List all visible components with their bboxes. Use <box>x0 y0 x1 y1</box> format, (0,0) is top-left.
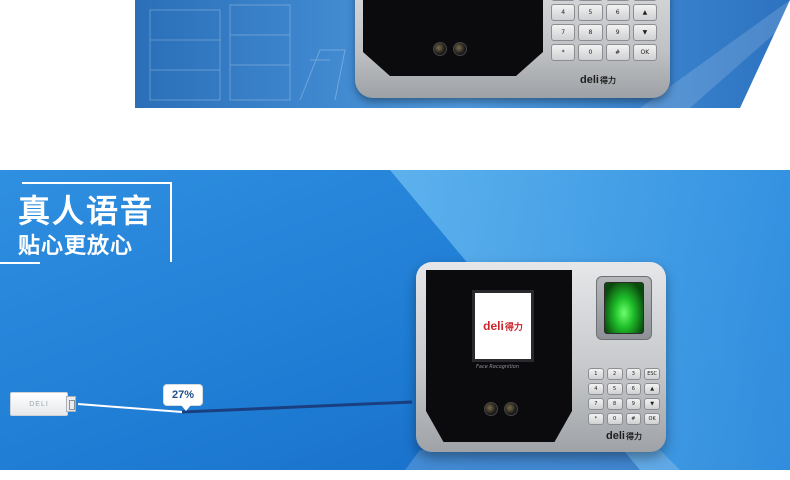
top-device-key-6: 6 <box>605 4 630 21</box>
transfer-progress-badge: 27% <box>163 384 203 411</box>
device-key-7: ▲ <box>644 383 660 395</box>
device-key-13: 0 <box>606 413 623 425</box>
device-key-1: 2 <box>606 368 623 380</box>
device-key-0: 1 <box>588 368 604 380</box>
device-key-4: 4 <box>588 383 604 395</box>
device-key-5: 5 <box>606 383 623 395</box>
headline-subtitle: 贴心更放心 <box>18 234 134 259</box>
device-key-12: * <box>588 413 604 425</box>
fingerprint-sensor-icon <box>604 282 644 334</box>
device-brand: deli得力 <box>606 430 642 442</box>
top-device-camera-left <box>433 42 447 56</box>
device-key-6: 6 <box>625 383 642 395</box>
device-key-9: 8 <box>606 398 623 410</box>
device-camera-left <box>484 402 498 416</box>
top-device-brand-cn: 得力 <box>599 76 616 85</box>
top-device-key-7: ▲ <box>632 4 657 21</box>
headline-frame <box>0 182 172 264</box>
top-device-screen <box>363 0 543 76</box>
usb-drive: DELI <box>10 392 68 416</box>
face-recognition-caption: Face Recognition <box>476 364 520 370</box>
top-device-key-5: 5 <box>578 4 603 21</box>
device-brand-cn: 得力 <box>625 432 642 441</box>
top-device-key-14: # <box>605 44 630 61</box>
transfer-progress-line <box>181 400 413 414</box>
headline-title: 真人语音 <box>18 192 155 230</box>
top-device-key-15: OK <box>632 44 657 61</box>
device-key-3: ESC <box>644 368 660 380</box>
top-device-key-9: 8 <box>578 24 603 41</box>
device-key-10: 9 <box>625 398 642 410</box>
device-brand-logo: deli <box>606 430 625 442</box>
top-device-brand-logo: deli <box>580 74 599 86</box>
device-key-15: OK <box>644 413 660 425</box>
office-background-shapes <box>149 4 346 101</box>
display-brand-cn: 得力 <box>504 322 523 333</box>
top-device-brand: deli得力 <box>580 74 616 86</box>
top-device-key-11: ▼ <box>632 24 657 41</box>
usb-plug-icon <box>66 396 76 412</box>
top-device-key-13: 0 <box>578 44 603 61</box>
device-camera-right <box>504 402 518 416</box>
usb-drive-label: DELI <box>29 400 49 408</box>
display-brand-logo: deli <box>483 319 504 333</box>
device-key-11: ▼ <box>644 398 660 410</box>
top-device-camera-right <box>453 42 467 56</box>
top-device-key-8: 7 <box>551 24 576 41</box>
device-key-8: 7 <box>588 398 604 410</box>
top-device-key-12: * <box>551 44 576 61</box>
device-key-14: # <box>625 413 642 425</box>
top-device-key-10: 9 <box>605 24 630 41</box>
top-device-key-4: 4 <box>551 4 576 21</box>
device-key-2: 3 <box>625 368 642 380</box>
